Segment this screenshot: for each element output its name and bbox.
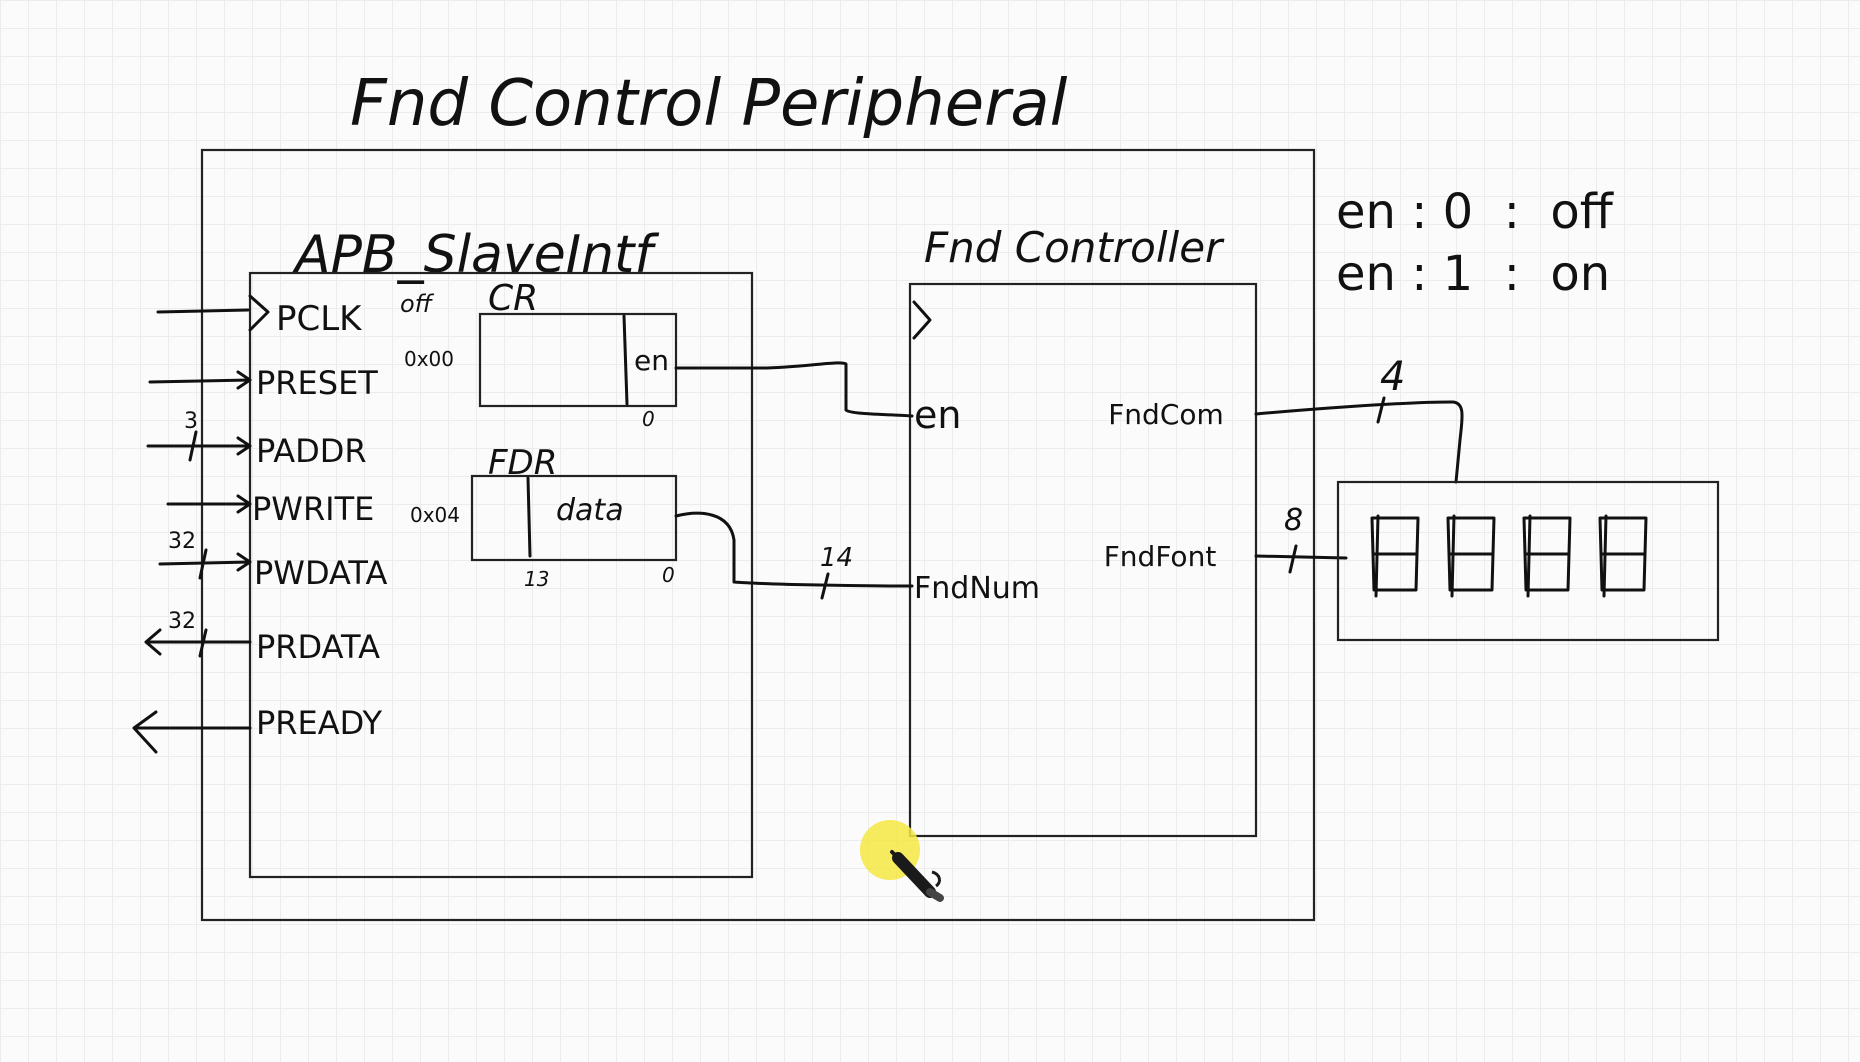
cr-note: off bbox=[400, 290, 435, 318]
cr-offset: 0x00 bbox=[404, 347, 454, 371]
pwrite-label: PWRITE bbox=[252, 490, 374, 528]
fndcom-width: 4 bbox=[1380, 354, 1405, 400]
fdr-msb: 13 bbox=[524, 567, 549, 591]
pen-cursor-icon[interactable] bbox=[860, 820, 944, 902]
pwdata-width: 32 bbox=[168, 529, 196, 554]
seven-segment-digit bbox=[1446, 514, 1496, 598]
fdr-box bbox=[470, 474, 678, 562]
preset-label: PRESET bbox=[256, 364, 378, 402]
paddr-width: 3 bbox=[184, 409, 198, 434]
wire-en bbox=[674, 361, 914, 418]
port-fndfont: FndFont bbox=[1104, 540, 1217, 573]
legend-line-2: en : 1 : on bbox=[1336, 246, 1610, 302]
seven-segment-digit bbox=[1598, 514, 1648, 598]
prdata-label: PRDATA bbox=[256, 628, 380, 666]
clock-marker-icon bbox=[912, 300, 932, 340]
fndfont-bus-slash bbox=[1288, 544, 1298, 574]
legend-line-1: en : 0 : off bbox=[1336, 184, 1614, 240]
apb-slave-box bbox=[248, 271, 754, 879]
fnd-controller-title: Fnd Controller bbox=[924, 223, 1225, 272]
fdr-register: FDR 0x04 data 13 0 bbox=[410, 443, 678, 591]
cr-box bbox=[478, 312, 678, 408]
apb-signal-preset: PRESET bbox=[148, 364, 378, 402]
prdata-width: 32 bbox=[168, 609, 196, 634]
wire-fndnum bbox=[674, 511, 914, 588]
cr-bit: 0 bbox=[642, 407, 655, 431]
wire-fndfont bbox=[1254, 554, 1348, 560]
pclk-label: PCLK bbox=[276, 299, 363, 339]
apb-signal-paddr: 3 PADDR bbox=[146, 409, 367, 470]
apb-slave-title: APB_SlaveIntf bbox=[292, 225, 659, 285]
wire-fndcom bbox=[1254, 400, 1464, 484]
pready-label: PREADY bbox=[256, 704, 383, 742]
cr-register: off CR 0x00 en 0 bbox=[400, 278, 678, 431]
port-en: en bbox=[914, 393, 961, 437]
seven-segment-digit bbox=[1522, 514, 1572, 598]
diagram-title: Fnd Control Peripheral bbox=[350, 67, 1068, 141]
port-fndcom: FndCom bbox=[1108, 398, 1224, 431]
paddr-label: PADDR bbox=[256, 432, 367, 470]
seven-segment-digit bbox=[1370, 514, 1420, 598]
cr-field-en: en bbox=[634, 344, 669, 377]
fndcom-bus-slash bbox=[1376, 396, 1386, 424]
apb-signal-pwdata: 32 PWDATA bbox=[158, 529, 387, 592]
pwdata-label: PWDATA bbox=[254, 554, 387, 592]
apb-signal-prdata: 32 PRDATA bbox=[144, 609, 380, 666]
display-digits bbox=[1370, 514, 1648, 598]
port-fndnum: FndNum bbox=[914, 571, 1040, 606]
fdr-offset: 0x04 bbox=[410, 503, 460, 527]
fnd-controller-box bbox=[908, 282, 1258, 838]
apb-signal-pready: PREADY bbox=[132, 704, 383, 754]
cr-name: CR bbox=[488, 278, 538, 319]
fdr-field-data: data bbox=[556, 493, 624, 528]
apb-signal-pwrite: PWRITE bbox=[166, 490, 374, 528]
fndfont-width: 8 bbox=[1284, 503, 1303, 538]
peripheral-outer-box bbox=[200, 148, 1316, 922]
fndnum-bus-slash bbox=[820, 572, 830, 600]
seven-segment-display bbox=[1336, 480, 1720, 642]
fndnum-width: 14 bbox=[820, 543, 853, 573]
apb-signal-pclk: PCLK bbox=[156, 294, 363, 339]
fdr-lsb: 0 bbox=[662, 563, 675, 587]
